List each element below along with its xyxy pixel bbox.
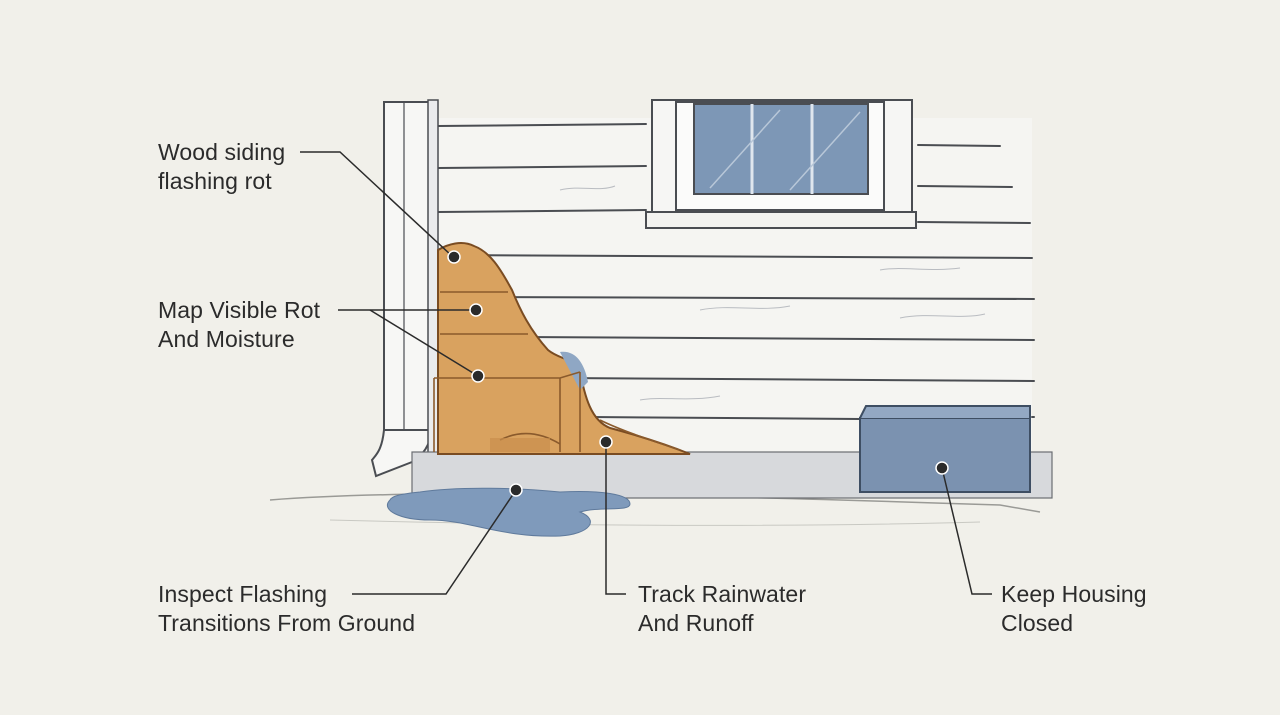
callout-line: flashing rot [158, 168, 272, 194]
leader-track-rainwater [605, 442, 626, 595]
callout-line: Closed [1001, 610, 1074, 636]
leader-inspect-flashing [352, 489, 517, 595]
callout-line: And Moisture [158, 326, 295, 352]
callout-map-visible-rot: Map Visible Rot And Moisture [158, 296, 320, 354]
callout-line: Map Visible Rot [158, 297, 321, 323]
dot-map-rot-lower [471, 369, 485, 383]
callout-inspect-flashing: Inspect Flashing Transitions From Ground [158, 580, 415, 638]
leader-keep-housing [941, 467, 992, 595]
callout-leaders [300, 151, 992, 595]
dot-housing [935, 461, 949, 475]
callout-line: Transitions From Ground [158, 610, 416, 636]
utility-housing [859, 405, 1031, 493]
window [645, 99, 917, 229]
dot-map-rot-upper [469, 303, 483, 317]
dot-puddle [509, 483, 523, 497]
callout-line: Wood siding [158, 139, 286, 165]
callout-keep-housing-closed: Keep Housing Closed [1001, 580, 1147, 638]
callout-line: And Runoff [638, 610, 754, 636]
callout-line: Track Rainwater [638, 581, 807, 607]
callout-wood-siding-flashing-rot: Wood siding flashing rot [158, 138, 285, 196]
callout-dots [447, 250, 949, 497]
corner-trim [427, 99, 439, 461]
leader-wood-siding [300, 151, 453, 257]
dot-runoff [599, 435, 613, 449]
leader-map-visible-rot-2 [369, 309, 479, 377]
dot-wood-siding [447, 250, 461, 264]
callout-track-rainwater: Track Rainwater And Runoff [638, 580, 806, 638]
callout-line: Keep Housing [1001, 581, 1147, 607]
downspout [370, 101, 434, 478]
rot-damage-area [433, 242, 691, 455]
callout-line: Inspect Flashing [158, 581, 328, 607]
water-puddle [387, 487, 631, 537]
